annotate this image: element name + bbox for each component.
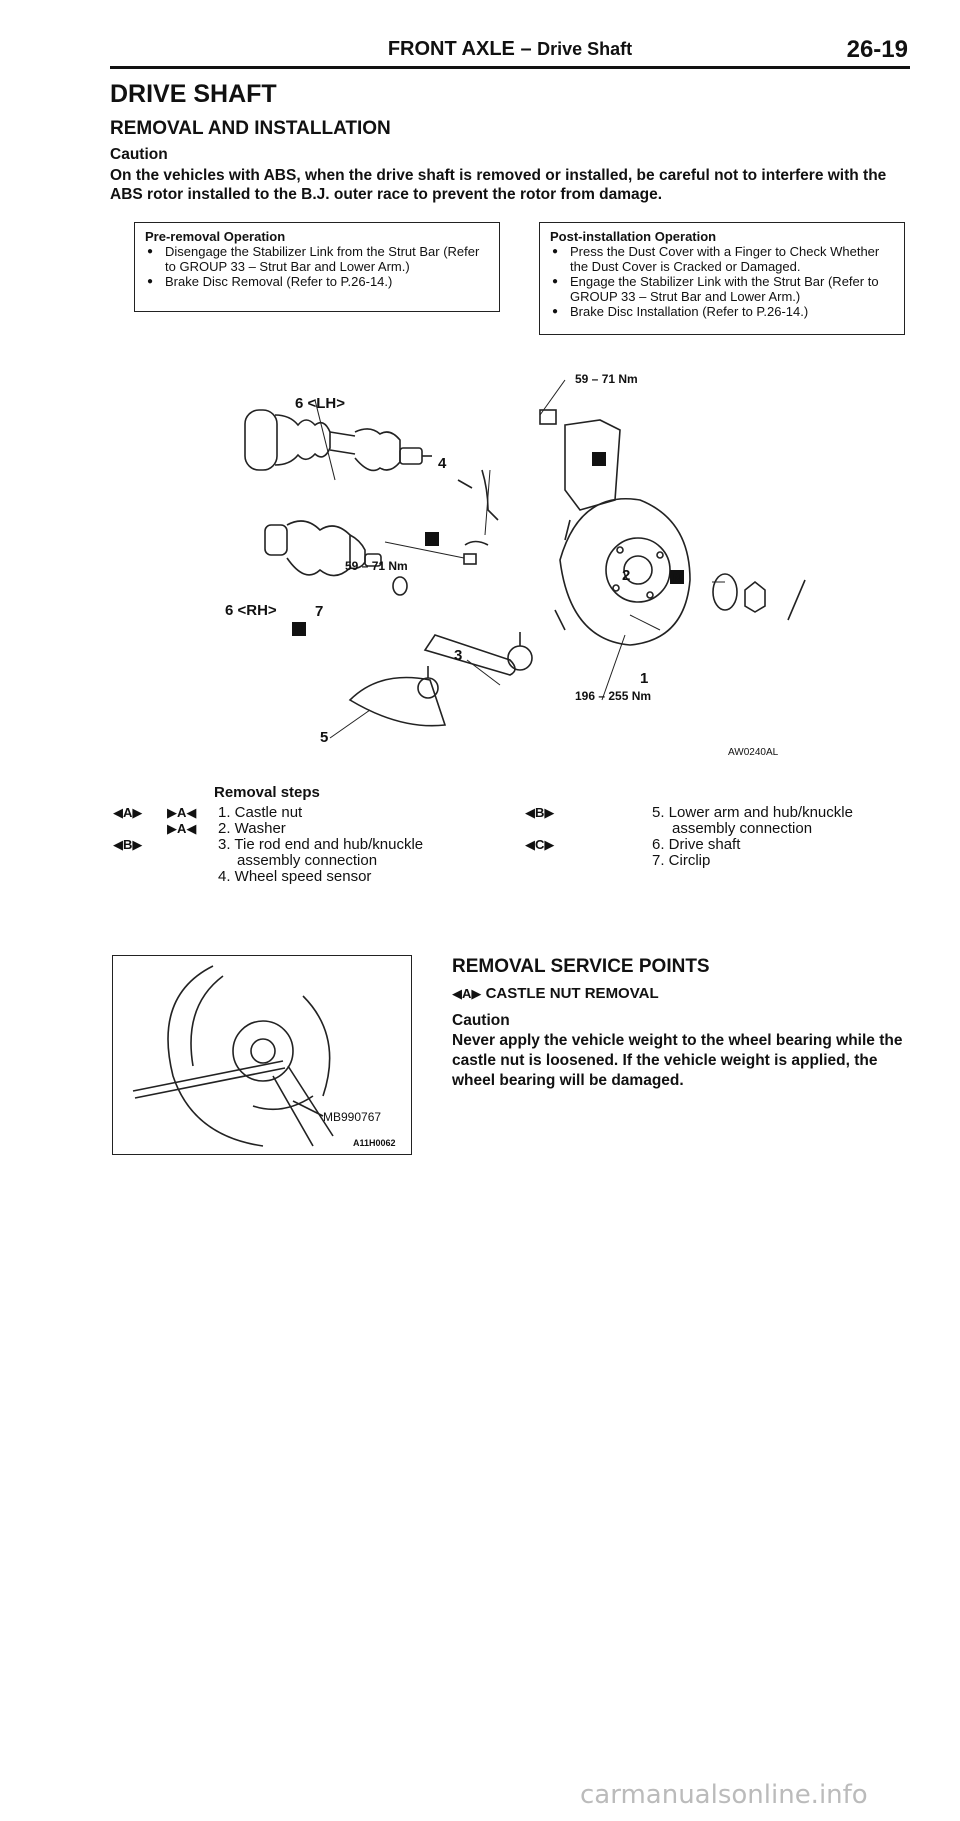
diagram-code: AW0240AL <box>728 747 779 758</box>
torque-label-bottom: 196 – 255 Nm <box>575 689 651 703</box>
service-mark-a-install: ▶A◀ <box>167 805 197 820</box>
cotter-pin <box>787 579 806 621</box>
post-installation-item: Engage the Stabilizer Link with the Stru… <box>550 274 894 304</box>
header-subsection: Drive Shaft <box>537 39 633 59</box>
removal-step: 6. Drive shaft <box>652 836 741 853</box>
removal-step: 5. Lower arm and hub/knuckle <box>652 804 853 821</box>
post-installation-item: Brake Disc Installation (Refer to P.26-1… <box>550 304 894 319</box>
exploded-diagram: 6 <LH> 59 – 71 Nm 4 59 – 71 Nm 6 <RH> 7 … <box>225 372 806 758</box>
circlip <box>392 576 408 596</box>
new-part-marks: N N N N <box>292 452 684 637</box>
label-drive-shaft-lh: 6 <LH> <box>295 395 345 412</box>
header-section: FRONT AXLE <box>387 38 515 60</box>
figure-code: A11H0062 <box>353 1138 396 1148</box>
removal-step: 3. Tie rod end and hub/knuckle <box>218 836 424 853</box>
split-pin <box>464 540 489 546</box>
castle-nut-illustration: MB990767 A11H0062 <box>132 965 396 1148</box>
pre-removal-item: Brake Disc Removal (Refer to P.26-14.) <box>145 274 489 289</box>
drive-shaft-rh <box>264 520 382 577</box>
watermark: carmanualsonline.info <box>580 1780 868 1810</box>
label-part-2: 2 <box>622 567 630 584</box>
label-part-7: 7 <box>315 603 323 620</box>
torque-label-mid: 59 – 71 Nm <box>345 559 408 573</box>
service-point-title: CASTLE NUT REMOVAL <box>485 985 659 1002</box>
service-mark-a: ◀A▶ <box>452 986 482 1001</box>
new-mark: N <box>673 571 682 585</box>
service-point-a: ◀A▶ CASTLE NUT REMOVAL <box>452 985 659 1002</box>
post-installation-item: Press the Dust Cover with a Finger to Ch… <box>550 244 894 274</box>
label-part-5: 5 <box>320 729 328 746</box>
washer <box>712 573 738 611</box>
removal-steps-heading: Removal steps <box>214 784 320 801</box>
header-dash: – <box>520 38 532 60</box>
page-header: FRONT AXLE – Drive Shaft 26-19 <box>110 36 910 69</box>
tie-rod-end <box>423 632 533 676</box>
new-mark: N <box>428 533 437 547</box>
service-mark-b: ◀B▶ <box>113 837 143 852</box>
removal-step: 1. Castle nut <box>218 804 303 821</box>
new-mark: N <box>295 623 304 637</box>
castle-nut-figure: MB990767 A11H0062 <box>112 955 412 1155</box>
tool-number: MB990767 <box>323 1110 381 1124</box>
label-part-4: 4 <box>438 455 447 472</box>
page-number: 26-19 <box>846 36 908 63</box>
post-installation-heading: Post-installation Operation <box>550 229 717 244</box>
new-mark: N <box>595 453 604 467</box>
wheel-speed-sensor <box>457 469 499 521</box>
pre-removal-item: Disengage the Stabilizer Link from the S… <box>145 244 489 274</box>
castle-nut <box>744 580 766 613</box>
caution-text: On the vehicles with ABS, when the drive… <box>110 167 887 203</box>
caution-label: Caution <box>110 146 168 163</box>
service-mark-b: ◀B▶ <box>525 805 555 820</box>
service-mark-a-install: ▶A◀ <box>167 821 197 836</box>
lower-arm <box>348 666 447 727</box>
service-caution-label: Caution <box>452 1012 510 1029</box>
pre-removal-heading: Pre-removal Operation <box>145 229 286 244</box>
removal-step: 2. Washer <box>218 820 286 837</box>
section-heading: REMOVAL AND INSTALLATION <box>110 118 391 139</box>
removal-step: 4. Wheel speed sensor <box>218 868 372 885</box>
label-drive-shaft-rh: 6 <RH> <box>225 602 277 619</box>
page-title: DRIVE SHAFT <box>110 80 277 108</box>
post-installation-box: Post-installation Operation Press the Du… <box>539 222 905 335</box>
service-caution-text: Never apply the vehicle weight to the wh… <box>452 1032 903 1089</box>
torque-label-top: 59 – 71 Nm <box>575 372 638 386</box>
tie-rod-nut <box>463 553 477 565</box>
service-mark-a: ◀A▶ <box>113 805 143 820</box>
removal-step: assembly connection <box>672 820 813 837</box>
drive-shaft-lh <box>244 409 432 472</box>
pre-removal-box: Pre-removal Operation Disengage the Stab… <box>134 222 500 312</box>
sensor-bolt <box>539 409 557 425</box>
service-points-heading: REMOVAL SERVICE POINTS <box>452 956 710 977</box>
service-mark-c: ◀C▶ <box>525 837 555 852</box>
label-part-3: 3 <box>454 647 462 664</box>
label-part-1: 1 <box>640 670 648 687</box>
removal-step: 7. Circlip <box>652 852 711 869</box>
hub-knuckle-assembly <box>554 419 691 646</box>
removal-step: assembly connection <box>237 852 378 869</box>
header-title: FRONT AXLE – Drive Shaft <box>110 38 910 61</box>
